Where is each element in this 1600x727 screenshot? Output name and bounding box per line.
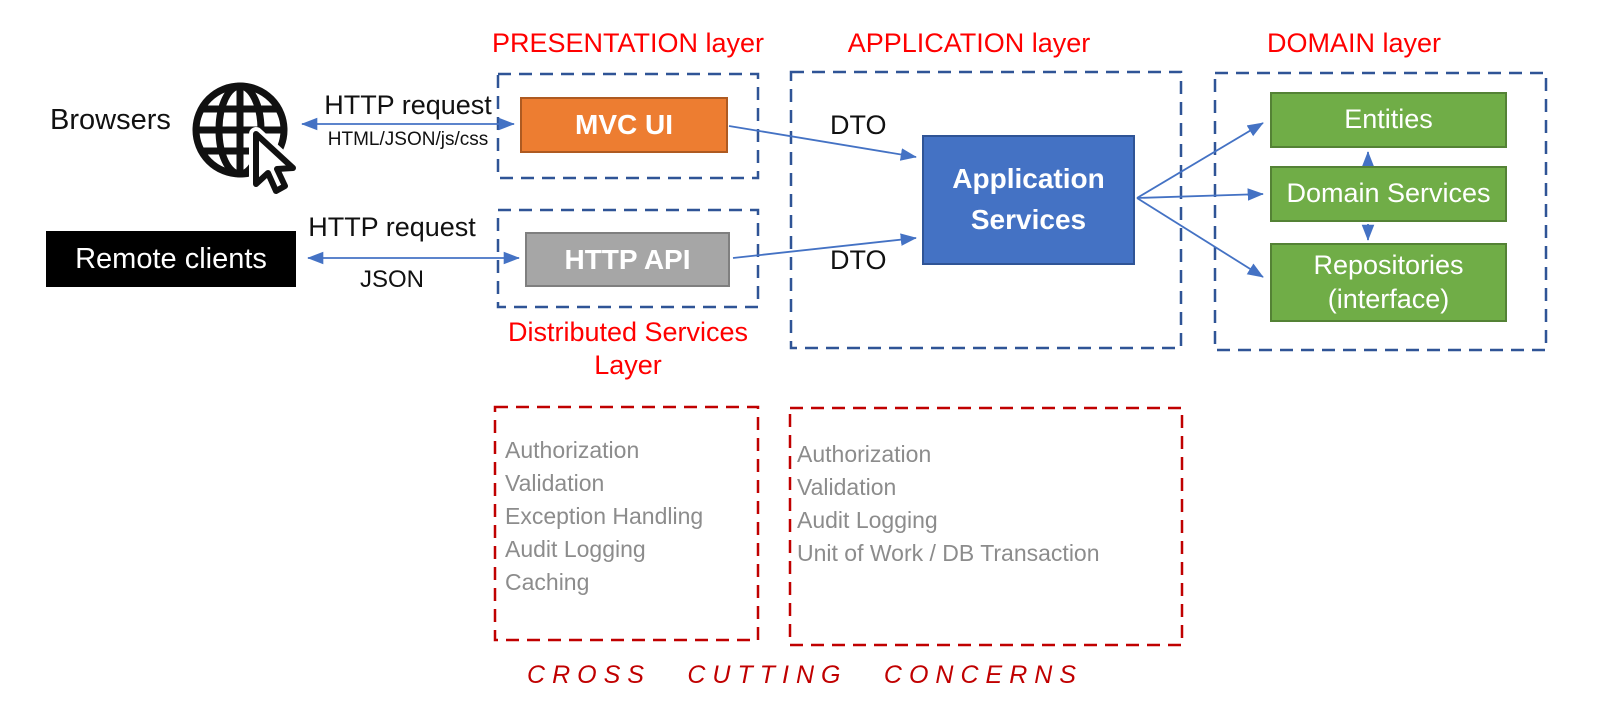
domain-layer-title: DOMAIN layer <box>1266 28 1442 58</box>
remote-clients-box: Remote clients <box>46 231 296 287</box>
application-services-label-line2: Services <box>970 204 1087 235</box>
entities-label: Entities <box>1344 104 1433 135</box>
entities-box: Entities <box>1270 92 1507 148</box>
distributed-services-layer-title: Distributed Services Layer <box>507 317 749 380</box>
domain-services-box: Domain Services <box>1270 166 1507 222</box>
http-request-label-top: HTTP request <box>324 90 492 120</box>
json-label: JSON <box>359 266 424 293</box>
appservices-repositories-arrow <box>1136 197 1264 278</box>
dto-label-top: DTO <box>830 110 887 140</box>
list-item: Caching <box>505 569 590 595</box>
domain-services-label: Domain Services <box>1286 178 1491 209</box>
domain-layer-dashed-box <box>1213 71 1548 352</box>
list-item: Validation <box>797 474 897 500</box>
remote-clients-label: Remote clients <box>75 242 267 275</box>
list-item: Exception Handling <box>505 503 704 529</box>
repositories-box: Repositories (interface) <box>1270 243 1507 322</box>
list-item: Audit Logging <box>505 536 646 562</box>
http-api-box: HTTP API <box>525 232 730 287</box>
list-item: Audit Logging <box>797 507 938 533</box>
application-layer-dashed-box <box>789 70 1183 350</box>
presentation-layer-title: PRESENTATION layer <box>491 28 765 58</box>
dto-label-bottom: DTO <box>830 245 887 275</box>
http-api-label: HTTP API <box>564 243 691 275</box>
mvcui-appservices-arrow <box>728 125 917 161</box>
appservices-entities-arrow <box>1136 122 1264 199</box>
application-services-box: Application Services <box>922 135 1135 265</box>
presentation-api-dashed-box <box>496 208 760 309</box>
httpapi-appservices-arrow <box>732 233 917 259</box>
list-item: Validation <box>505 470 605 496</box>
response-format-label: HTML/JSON/js/css <box>327 129 489 150</box>
application-layer-title: APPLICATION layer <box>847 28 1091 58</box>
globe-icon <box>192 82 300 198</box>
cursor-icon <box>249 127 300 198</box>
repositories-label-line2: (interface) <box>1327 283 1450 314</box>
list-item: Unit of Work / DB Transaction <box>797 540 1100 566</box>
cross-cutting-left-list: Authorization Validation Exception Handl… <box>505 434 703 599</box>
cross-cutting-right-list: Authorization Validation Audit Logging U… <box>797 438 1100 570</box>
cross-cutting-left-dashed-box <box>493 405 760 642</box>
mvc-ui-label: MVC UI <box>575 109 673 140</box>
list-item: Authorization <box>505 437 640 463</box>
http-request-label-bottom: HTTP request <box>308 212 476 242</box>
application-services-label-line1: Application <box>952 163 1105 195</box>
browsers-label: Browsers <box>50 104 171 136</box>
cross-cutting-right-dashed-box <box>788 406 1184 647</box>
appservices-domainservices-arrow <box>1136 188 1264 201</box>
repositories-label-line1: Repositories <box>1313 249 1464 280</box>
mvc-ui-box: MVC UI <box>520 97 728 153</box>
cross-cutting-concerns-caption: CROSS CUTTING CONCERNS <box>527 661 1083 689</box>
list-item: Authorization <box>797 441 932 467</box>
